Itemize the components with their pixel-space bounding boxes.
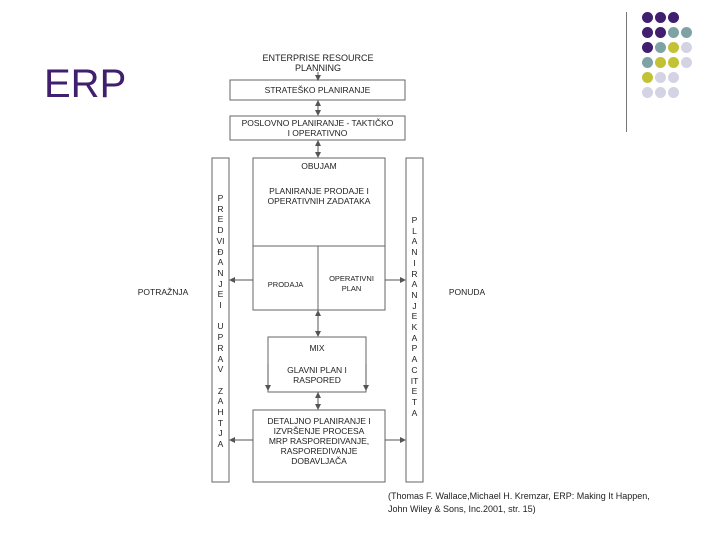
demand-column-letter: A <box>212 396 229 407</box>
business-label: POSLOVNO PLANIRANJE - TAKTIČKO I OPERATI… <box>230 118 405 138</box>
demand-column-letter: R <box>212 343 229 354</box>
operative-plan-label: OPERATIVNI PLAN <box>318 274 385 294</box>
sales-label: PRODAJA <box>253 280 318 290</box>
supply-column-letter: P <box>406 215 423 226</box>
supply-column-letter: IT <box>406 376 423 387</box>
supply-column-letter: I <box>406 258 423 269</box>
demand-column-letter: A <box>212 257 229 268</box>
supply-column-letter: N <box>406 247 423 258</box>
erp-heading-label: ENTERPRISE RESOURCE PLANNING <box>262 53 374 73</box>
demand-column-letter: Đ <box>212 247 229 258</box>
citation-line-1: (Thomas F. Wallace,Michael H. Kremzar, E… <box>388 490 650 503</box>
volume-label: OBUJAM <box>253 161 385 171</box>
demand-column-letter: E <box>212 214 229 225</box>
supply-label: PONUDA <box>442 287 492 297</box>
demand-column-letter: J <box>212 428 229 439</box>
supply-column-letter: A <box>406 333 423 344</box>
citation-line-2: John Wiley & Sons, Inc.2001, str. 15) <box>388 503 650 516</box>
demand-column-letter: I <box>212 300 229 311</box>
demand-column-letter <box>212 311 229 322</box>
strategic-label: STRATEŠKO PLANIRANJE <box>230 85 405 95</box>
demand-column-letter: V <box>212 364 229 375</box>
supply-column-letter: E <box>406 311 423 322</box>
supply-column-letter: E <box>406 386 423 397</box>
demand-column-letter: H <box>212 407 229 418</box>
detailed-label: DETALJNO PLANIRANJE I IZVRŠENJE PROCESA … <box>253 416 385 466</box>
supply-column-letter: L <box>406 226 423 237</box>
demand-column-letter: N <box>212 268 229 279</box>
demand-column-letter: R <box>212 204 229 215</box>
mix-label: MIX <box>268 343 366 353</box>
demand-column-letter: J <box>212 279 229 290</box>
supply-column-letter: A <box>406 408 423 419</box>
supply-column-letter: N <box>406 290 423 301</box>
demand-column-letter <box>212 375 229 386</box>
supply-column-letter: A <box>406 279 423 290</box>
master-plan-label: GLAVNI PLAN I RASPORED <box>268 365 366 385</box>
sales-ops-label: PLANIRANJE PRODAJE I OPERATIVNIH ZADATAK… <box>253 186 385 206</box>
demand-column-letter: P <box>212 193 229 204</box>
demand-column-letter: A <box>212 439 229 450</box>
demand-column-letter: D <box>212 225 229 236</box>
supply-column-letter: K <box>406 322 423 333</box>
supply-column-letter: A <box>406 354 423 365</box>
supply-column-letter: A <box>406 236 423 247</box>
supply-column-letter: J <box>406 301 423 312</box>
demand-column-letter: U <box>212 321 229 332</box>
demand-column-letter: Z <box>212 386 229 397</box>
demand-column-letter: A <box>212 354 229 365</box>
supply-column-letter: P <box>406 343 423 354</box>
demand-label: POTRAŽNJA <box>128 287 198 297</box>
demand-column-letter: VI <box>212 236 229 247</box>
supply-column-letter: C <box>406 365 423 376</box>
citation: (Thomas F. Wallace,Michael H. Kremzar, E… <box>388 490 650 516</box>
supply-column-letter: R <box>406 269 423 280</box>
supply-column-letter: T <box>406 397 423 408</box>
demand-column-letter: T <box>212 418 229 429</box>
demand-column-letter: P <box>212 332 229 343</box>
demand-column-letter: E <box>212 289 229 300</box>
